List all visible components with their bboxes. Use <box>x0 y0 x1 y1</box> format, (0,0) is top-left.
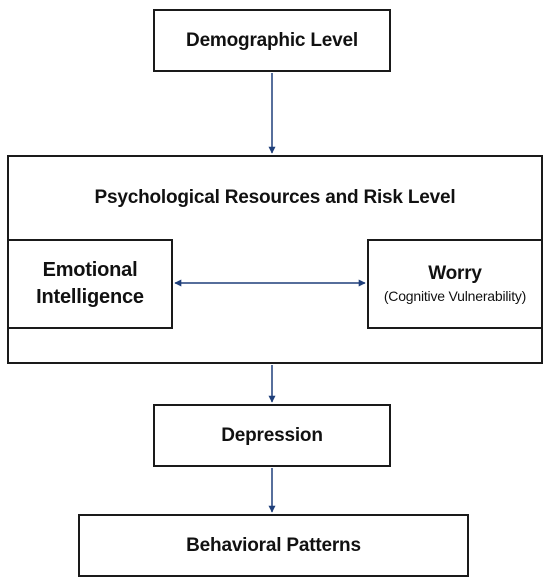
emotional-intelligence-label-line1: Emotional <box>42 259 138 281</box>
demographic-level-box: Demographic Level <box>153 9 391 72</box>
emotional-intelligence-box: Emotional Intelligence <box>7 239 173 329</box>
behavioral-patterns-label: Behavioral Patterns <box>186 534 361 556</box>
demographic-level-label: Demographic Level <box>186 29 358 51</box>
depression-box: Depression <box>153 404 391 467</box>
depression-label: Depression <box>221 424 323 446</box>
worry-label: Worry <box>428 263 482 284</box>
behavioral-patterns-box: Behavioral Patterns <box>78 514 469 577</box>
psychological-resources-label: Psychological Resources and Risk Level <box>94 187 456 208</box>
worry-box: Worry (Cognitive Vulnerability) <box>367 239 543 329</box>
emotional-intelligence-label-line2: Intelligence <box>36 286 144 308</box>
cognitive-vulnerability-label: (Cognitive Vulnerability) <box>383 288 527 304</box>
